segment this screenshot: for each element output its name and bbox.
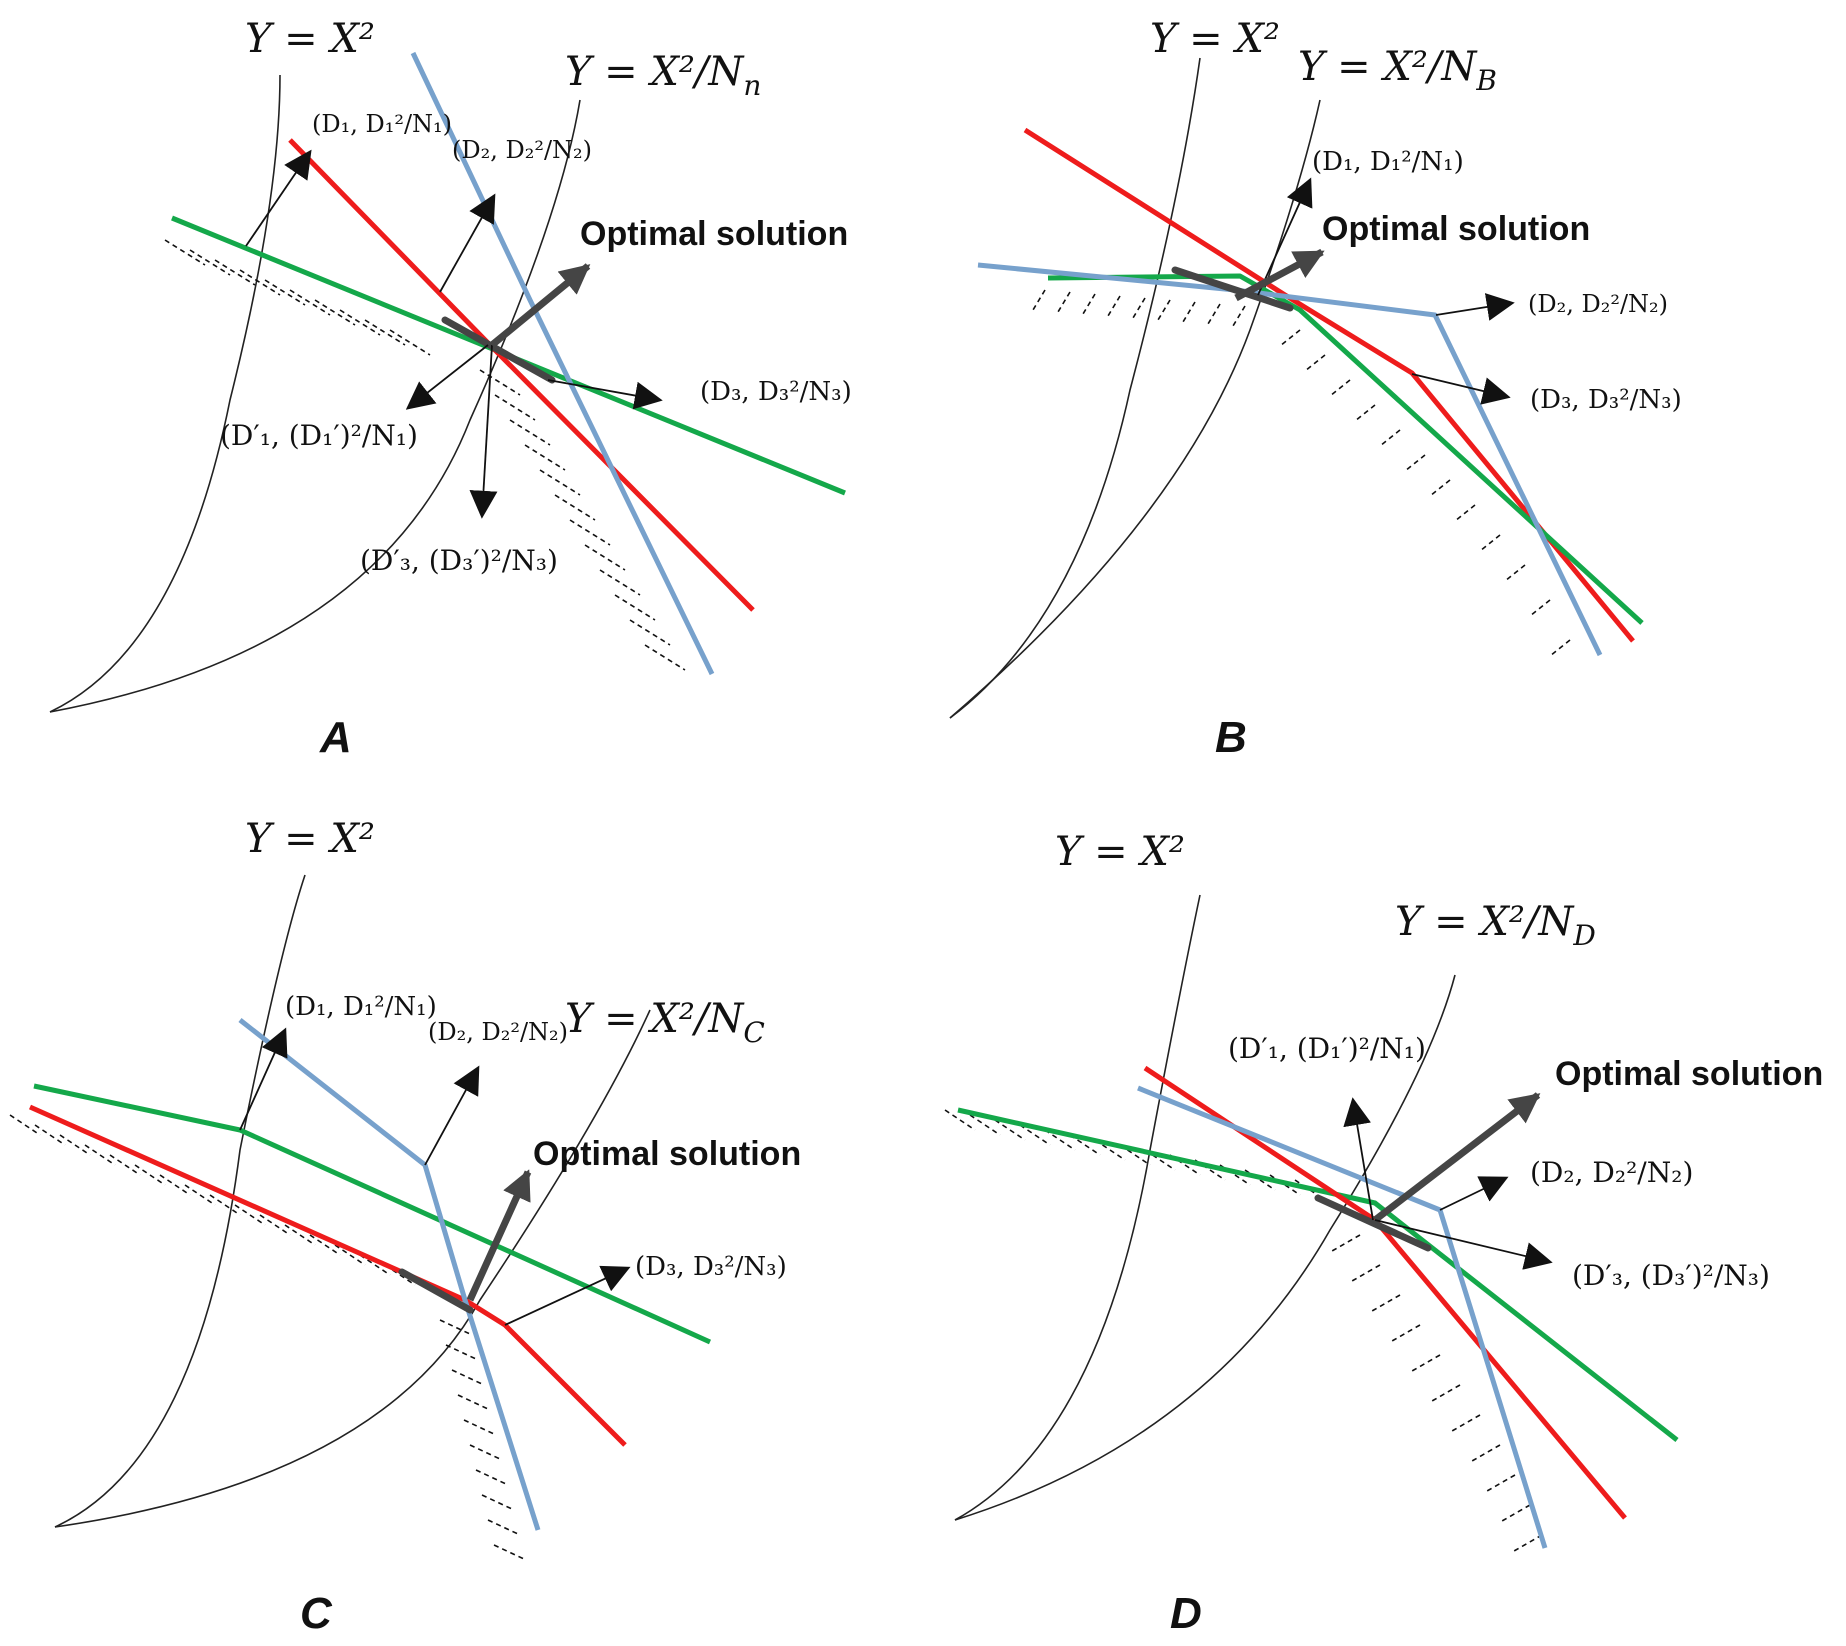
curve-y-x2-d xyxy=(954,894,1201,1521)
curve-y-x2-over-n-b xyxy=(949,99,1321,719)
panel-label-b: B xyxy=(1215,713,1247,762)
optimal-segment-d xyxy=(1314,1194,1432,1252)
optimal-solution-label-b: Optimal solution xyxy=(1322,210,1590,248)
optimal-segment-b xyxy=(1171,266,1294,312)
optimal-arrow-d xyxy=(1372,1092,1541,1223)
curve-label-inner-a: Y = X²/Nn xyxy=(565,49,761,102)
panel-label-d: D xyxy=(1170,1589,1202,1638)
arrow-d1p-a xyxy=(405,344,489,410)
arrow-d3-b xyxy=(1411,373,1511,405)
blue-line-d xyxy=(1137,1085,1548,1549)
label-d1p-a: (D′₁, (D₁′)²/N₁) xyxy=(220,419,418,452)
arrow-d2-b xyxy=(1435,293,1515,321)
label-d2-c: (D₂, D₂²/N₂) xyxy=(428,1018,568,1046)
optimal-solution-label-c: Optimal solution xyxy=(533,1135,801,1173)
arrow-d2-c xyxy=(424,1065,480,1166)
curve-label-outer-a: Y = X² xyxy=(245,16,375,62)
label-d1p-d: (D′₁, (D₁′)²/N₁) xyxy=(1228,1032,1426,1065)
curve-y-x2-over-n-d xyxy=(954,974,1456,1521)
label-d1-b: (D₁, D₁²/N₁) xyxy=(1312,147,1464,177)
label-d3p-d: (D′₃, (D₃′)²/N₃) xyxy=(1572,1259,1770,1292)
panel-c: Y = X² Y = X²/NC (D₁, D₁²/N₁) (D₂, D₂²/N… xyxy=(9,816,801,1638)
curve-label-outer-c: Y = X² xyxy=(245,816,375,862)
arrow-d1p-d xyxy=(1343,1097,1374,1221)
label-d2-d: (D₂, D₂²/N₂) xyxy=(1530,1156,1693,1189)
blue-line-a xyxy=(410,51,715,676)
arrow-d3-c xyxy=(504,1265,631,1326)
curve-y-x2-b xyxy=(949,57,1201,719)
optimal-solution-label-d: Optimal solution xyxy=(1555,1055,1823,1093)
hatched-boundary-c xyxy=(9,1114,525,1560)
blue-line-c xyxy=(238,1018,541,1531)
label-d1-c: (D₁, D₁²/N₁) xyxy=(285,992,437,1022)
arrow-d3-a xyxy=(547,379,663,410)
curve-label-outer-b: Y = X² xyxy=(1150,16,1280,62)
curve-label-inner-b: Y = X²/NB xyxy=(1298,44,1497,97)
label-d3-b: (D₃, D₃²/N₃) xyxy=(1530,385,1682,415)
curve-y-x2-over-n-a xyxy=(49,99,581,713)
optimal-segment-c xyxy=(398,1268,474,1314)
label-d3p-a: (D′₃, (D₃′)²/N₃) xyxy=(360,544,558,577)
hatched-boundary-b xyxy=(1032,289,1571,657)
label-d1-a: (D₁, D₁²/N₁) xyxy=(312,110,452,138)
arrow-d2-d xyxy=(1439,1176,1509,1211)
red-line-b xyxy=(1023,127,1635,643)
curve-label-inner-c: Y = X²/NC xyxy=(565,996,765,1049)
arrow-d1-b xyxy=(1257,177,1313,296)
label-d3-a: (D₃, D₃²/N₃) xyxy=(700,377,852,407)
optimal-arrow-c xyxy=(466,1169,532,1302)
curve-y-x2-c xyxy=(54,874,306,1528)
optimal-segment-a xyxy=(441,316,556,384)
curve-label-outer-d: Y = X² xyxy=(1055,829,1185,875)
label-d2-a: (D₂, D₂²/N₂) xyxy=(452,136,592,164)
blue-line-b xyxy=(977,262,1603,657)
curve-label-inner-d: Y = X²/ND xyxy=(1395,899,1596,952)
label-d2-b: (D₂, D₂²/N₂) xyxy=(1528,290,1668,318)
arrow-d2-a xyxy=(439,193,496,293)
optimal-solution-label-a: Optimal solution xyxy=(580,215,848,253)
panel-a: Y = X² Y = X²/Nn (D₁, D₁²/N₁) (D₂, D₂²/N… xyxy=(49,16,852,762)
optimal-arrow-a xyxy=(489,263,591,348)
arrow-d3p-a xyxy=(469,344,498,519)
green-line-d xyxy=(957,1107,1679,1442)
green-line-b xyxy=(1047,273,1644,625)
label-d3-c: (D₃, D₃²/N₃) xyxy=(635,1252,787,1282)
red-line-c xyxy=(28,1104,627,1447)
arrow-d1-a xyxy=(245,149,312,247)
optimal-arrow-b xyxy=(1234,248,1325,302)
panel-label-c: C xyxy=(300,1589,333,1638)
arrow-d1-c xyxy=(239,1027,288,1131)
arrow-d3p-d xyxy=(1374,1219,1553,1270)
panel-b: Y = X² Y = X²/NB (D₁, D₁²/N₁) Optimal so… xyxy=(949,16,1682,762)
curve-y-x2-a xyxy=(49,74,281,713)
panel-d: Y = X² Y = X²/ND (D′₁, (D₁′)²/N₁) Optima… xyxy=(944,829,1823,1638)
red-line-a xyxy=(288,138,755,612)
panel-label-a: A xyxy=(319,713,352,762)
